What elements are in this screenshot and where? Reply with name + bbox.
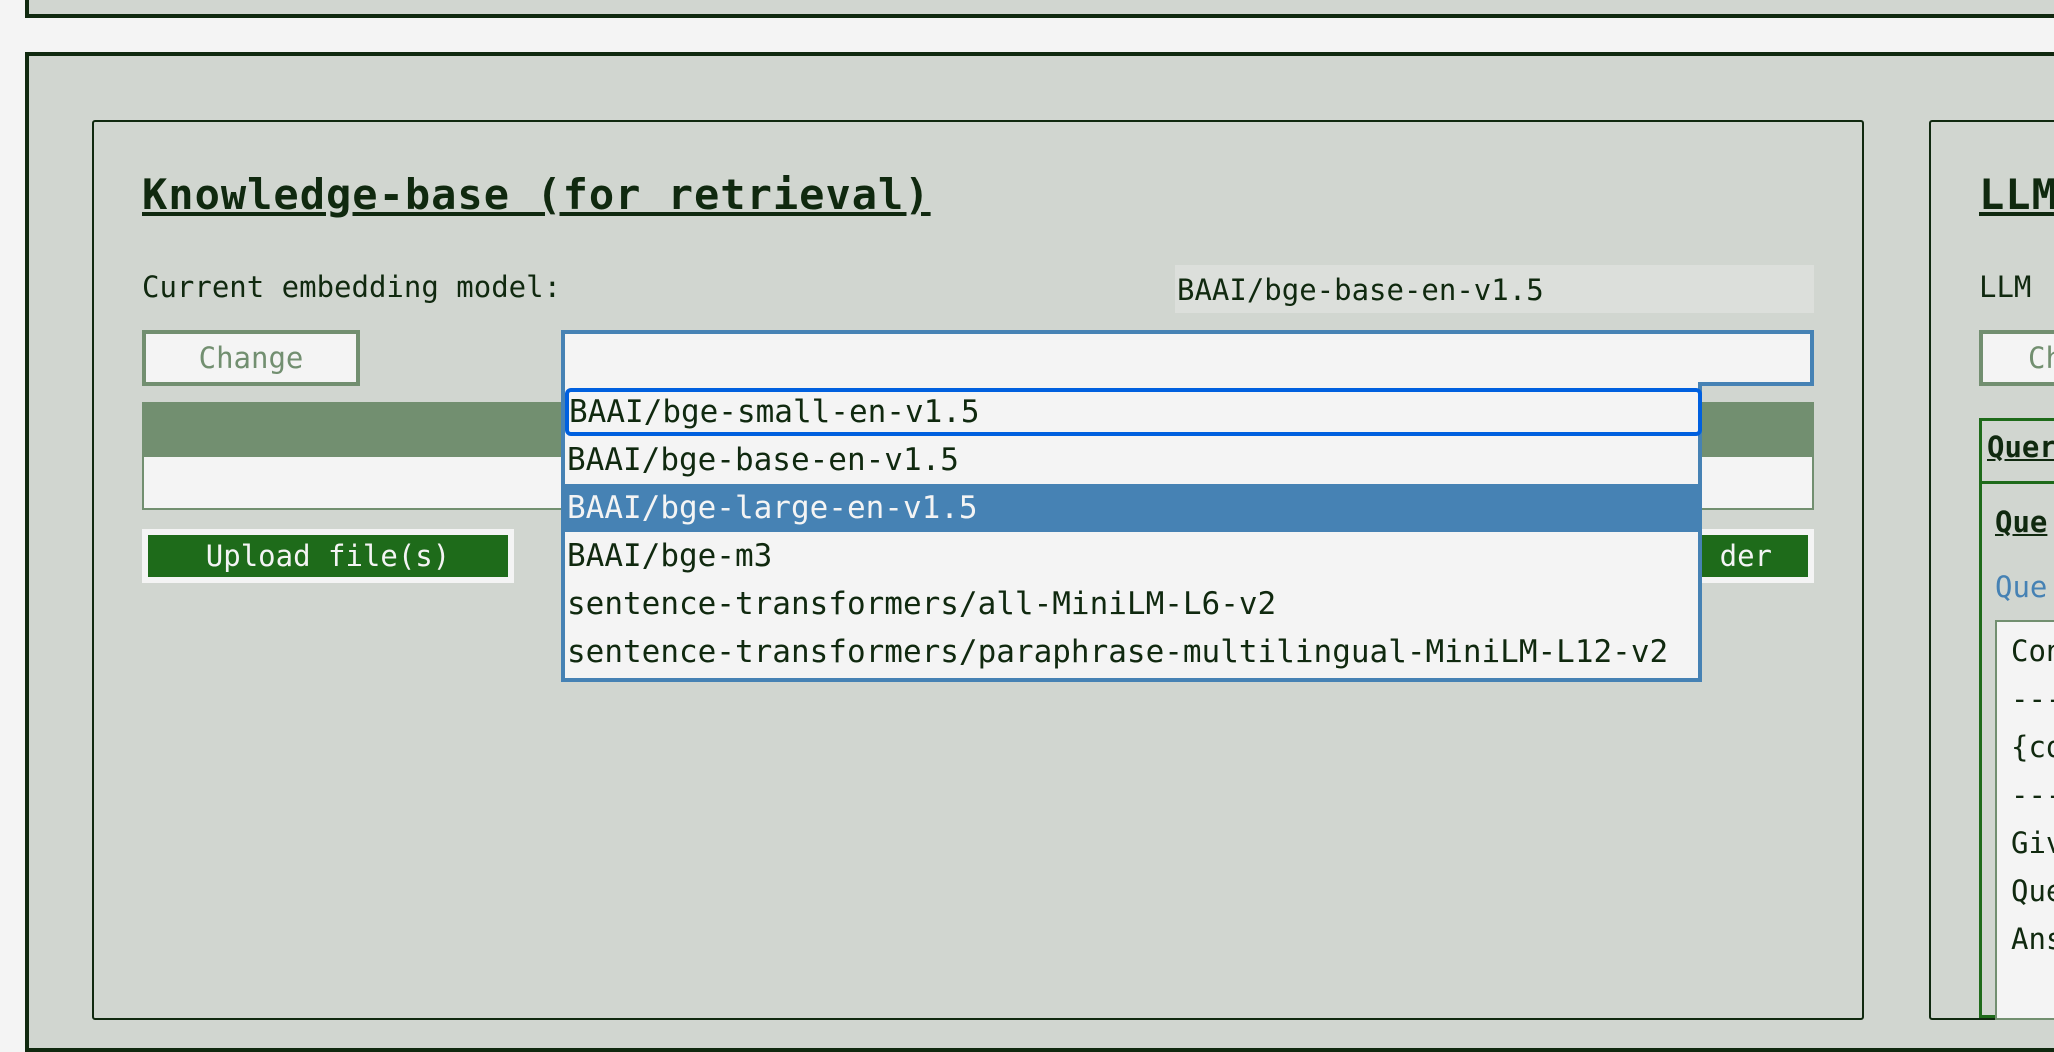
embedding-model-select[interactable]: [561, 330, 1814, 386]
dropdown-option[interactable]: sentence-transformers/all-MiniLM-L6-v2: [567, 586, 1277, 622]
change-embedding-model-button[interactable]: Change: [142, 330, 360, 386]
prompt-template-textarea[interactable]: Con --- {co --- Giv Que Ans: [1995, 620, 2054, 1020]
query-field-label: Que: [1995, 570, 2048, 604]
dropdown-option[interactable]: BAAI/bge-base-en-v1.5: [567, 442, 959, 478]
current-embedding-model-label: Current embedding model:: [142, 270, 562, 304]
change-llm-button[interactable]: Ch: [1979, 330, 2054, 386]
embedding-model-dropdown-list: BAAI/bge-small-en-v1.5 BAAI/bge-base-en-…: [561, 382, 1702, 682]
top-panel: [25, 0, 2054, 18]
prompt-line: ---: [2011, 682, 2054, 716]
dropdown-option[interactable]: sentence-transformers/paraphrase-multili…: [567, 634, 1669, 670]
prompt-line: Que: [2011, 874, 2054, 908]
query-tab[interactable]: Quer: [1987, 430, 2054, 464]
prompt-line: {co: [2011, 730, 2054, 764]
prompt-line: Con: [2011, 634, 2054, 668]
current-embedding-model-value: BAAI/bge-base-en-v1.5: [1175, 265, 1814, 313]
llm-title: LLM: [1979, 170, 2054, 219]
query-tab-header: [1982, 421, 2054, 484]
dropdown-option[interactable]: BAAI/bge-large-en-v1.5: [565, 484, 1702, 532]
prompt-line: Giv: [2011, 826, 2054, 860]
llm-label: LLM: [1979, 270, 2032, 304]
knowledge-base-title: Knowledge-base (for retrieval): [142, 170, 931, 219]
prompt-line: ---: [2011, 778, 2054, 812]
query-section-title: Que: [1995, 505, 2048, 539]
dropdown-option[interactable]: BAAI/bge-small-en-v1.5: [565, 388, 1702, 436]
dropdown-option[interactable]: BAAI/bge-m3: [567, 538, 773, 574]
upload-files-button[interactable]: Upload file(s): [142, 529, 514, 583]
prompt-line: Ans: [2011, 922, 2054, 956]
